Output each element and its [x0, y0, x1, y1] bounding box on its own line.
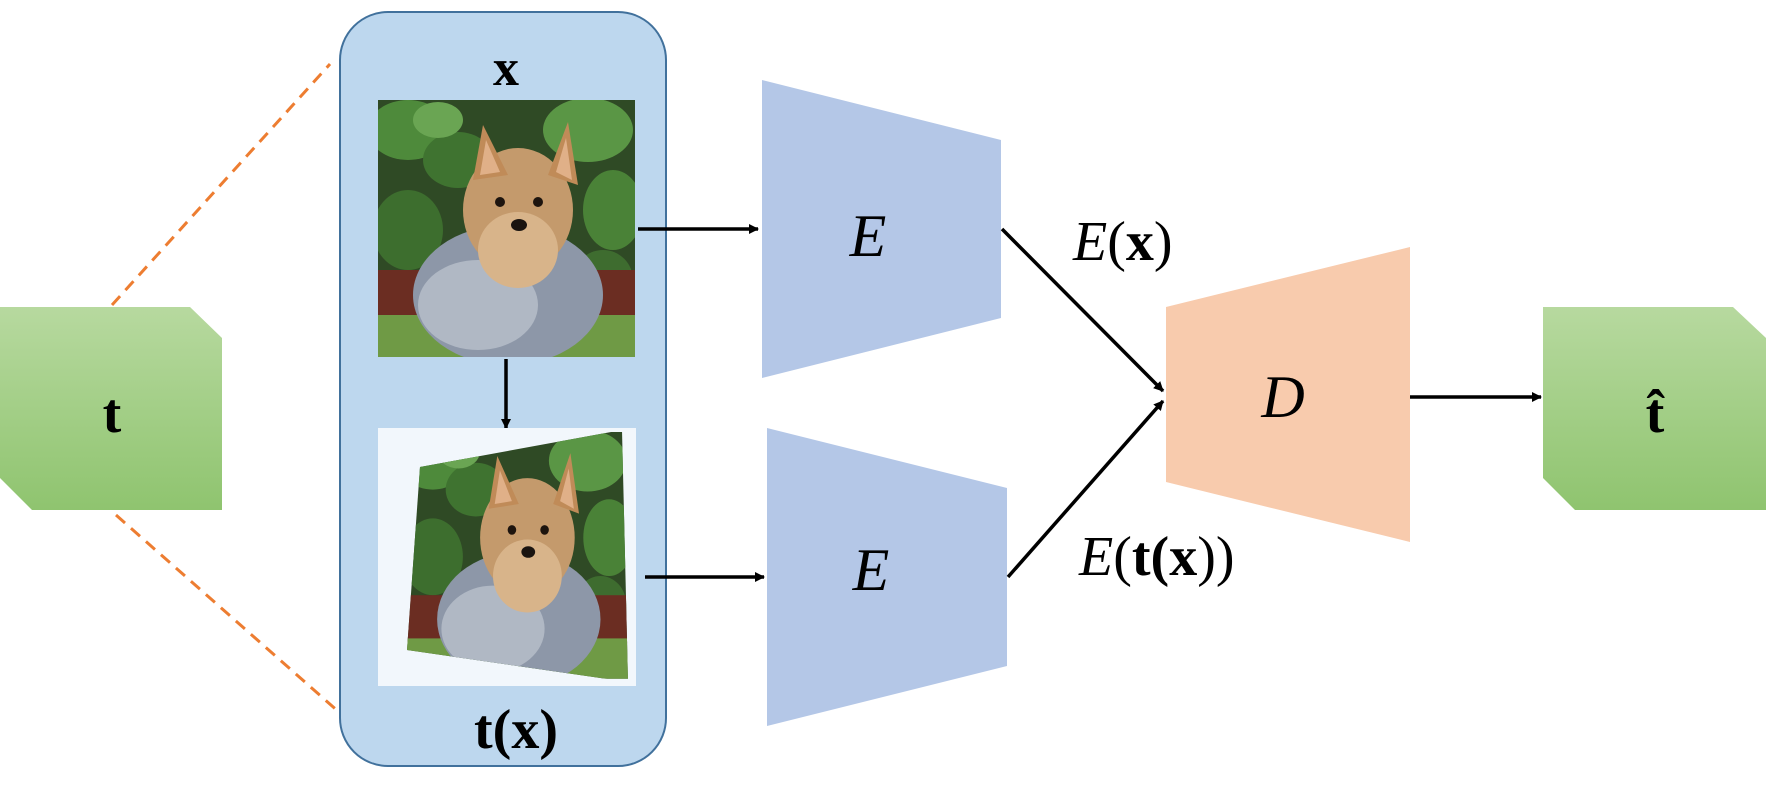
- tx-image-label: t(x): [474, 699, 558, 761]
- etx-close: )): [1197, 526, 1234, 588]
- decoder-label: D: [1260, 364, 1304, 430]
- ex-fn: E: [1072, 211, 1107, 273]
- dashed-connector-top: [110, 62, 332, 307]
- ex-arg: x: [1126, 211, 1154, 273]
- etx-edge-label: E(t(x)): [1078, 526, 1234, 588]
- decoder: D: [1166, 247, 1410, 542]
- input-panel: x t(x): [339, 11, 667, 767]
- arrow-ex-to-decoder: [1000, 227, 1165, 393]
- etx-open2: (: [1151, 526, 1170, 588]
- encoder-top: E: [762, 80, 1001, 378]
- dog-photo-icon: [378, 100, 635, 357]
- dashed-connector-bottom: [115, 513, 341, 715]
- etx-open: (: [1113, 526, 1132, 588]
- etx-fn: E: [1078, 526, 1113, 588]
- encoder-bottom: E: [767, 428, 1007, 726]
- t-hat-output-block: t̂: [1543, 307, 1766, 510]
- x-image-label: x: [493, 40, 519, 97]
- transformed-dog-photo-icon: [407, 430, 628, 682]
- ex-edge-label: E(x): [1072, 211, 1173, 273]
- ex-open: (: [1107, 211, 1126, 273]
- t-input-block: t: [0, 307, 222, 510]
- encoder-bottom-label: E: [852, 537, 890, 603]
- arrow-etx-to-decoder: [1006, 399, 1165, 579]
- encoder-top-label: E: [849, 203, 887, 269]
- ex-close: ): [1154, 211, 1173, 273]
- etx-arg1: t: [1132, 526, 1151, 588]
- etx-arg2: x: [1169, 526, 1197, 588]
- t-input-label: t: [103, 383, 122, 445]
- t-hat-output-label: t̂: [1646, 383, 1665, 445]
